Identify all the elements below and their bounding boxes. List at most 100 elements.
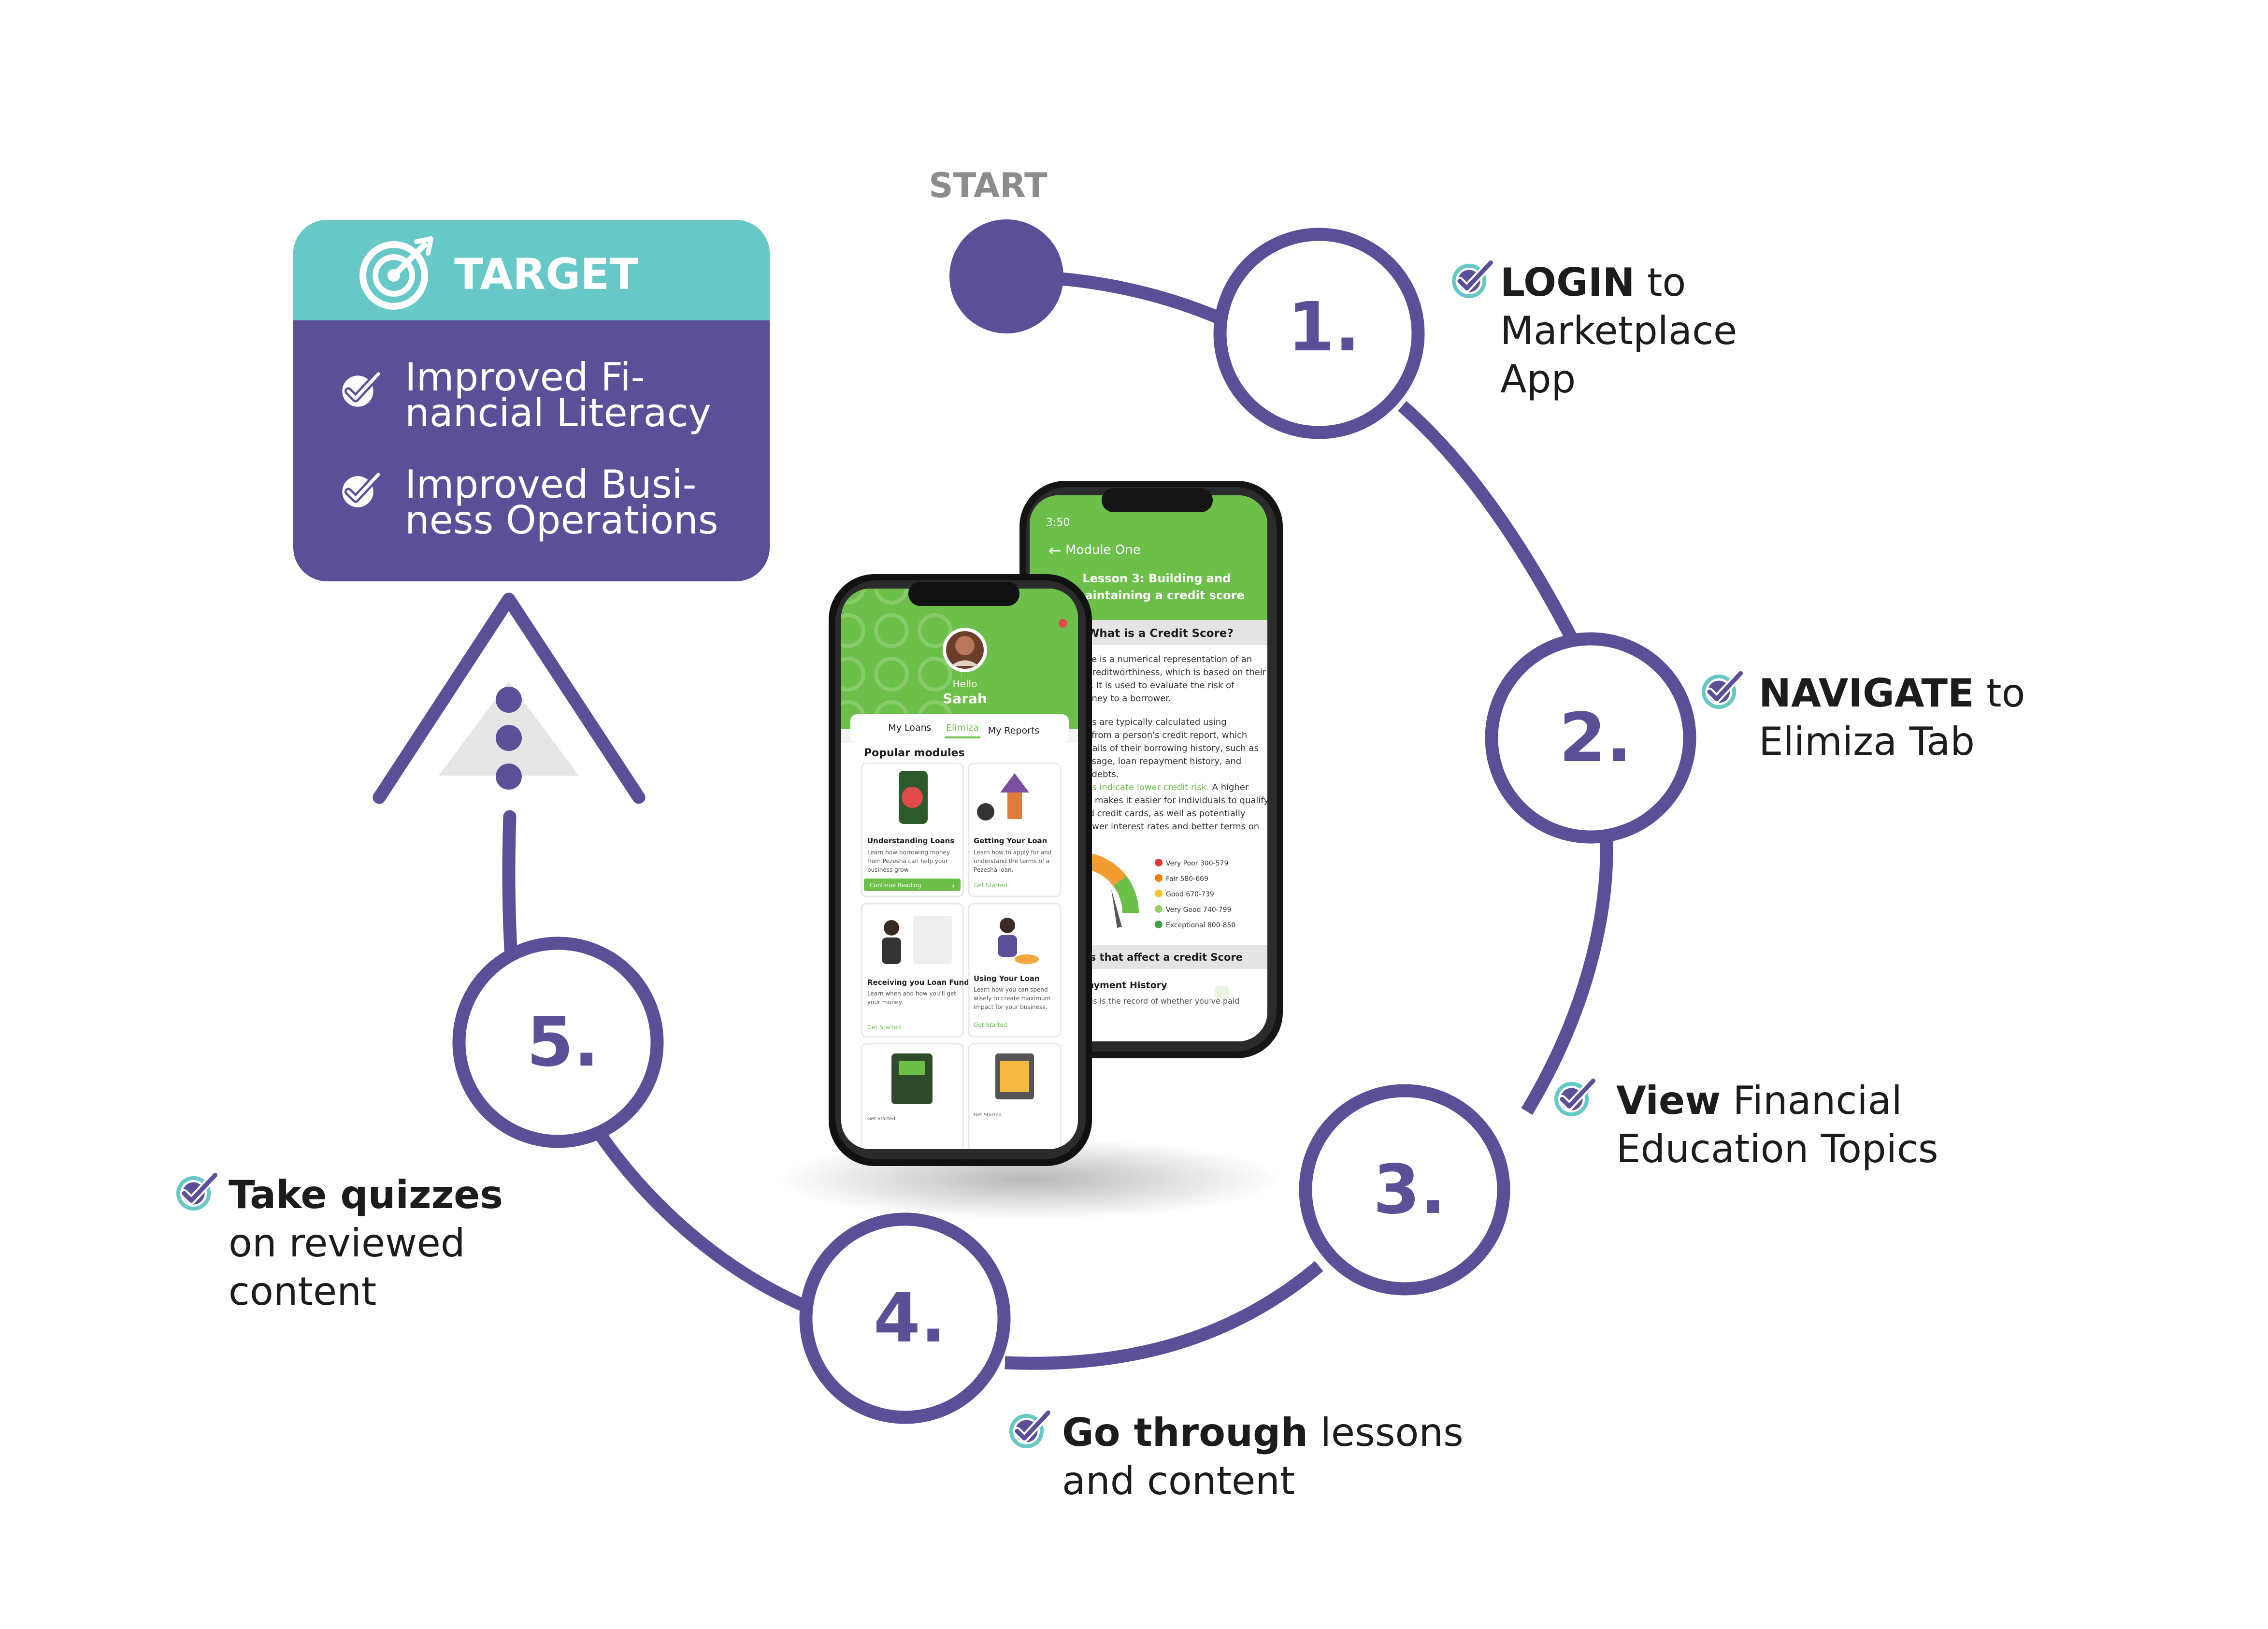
- get-started-link[interactable]: Get Started: [974, 1112, 1002, 1118]
- section-title: What is a Credit Score?: [1087, 627, 1234, 640]
- lesson-title: Lesson 3: Building and maintaining a cre…: [1073, 572, 1245, 602]
- path-arc-4-to-5: [589, 1122, 805, 1311]
- svg-text:Continue Reading: Continue Reading: [870, 882, 921, 889]
- start-node: START: [929, 166, 1063, 333]
- get-started-link[interactable]: Get Started: [867, 1116, 895, 1122]
- svg-text:Very Good 740-799: Very Good 740-799: [1166, 906, 1231, 914]
- svg-text:View Financial: View Financial: [1616, 1078, 1902, 1123]
- check-icon: [1452, 263, 1491, 299]
- svg-text:Good 670-739: Good 670-739: [1166, 891, 1214, 898]
- svg-text:Take quizzes: Take quizzes: [229, 1172, 503, 1217]
- phone-front: Hello Sarah My Loans Elimiza My Reports …: [829, 574, 1092, 1166]
- module-card-5[interactable]: Get Started: [861, 1043, 964, 1155]
- svg-text:Exceptional 800-850: Exceptional 800-850: [1166, 922, 1235, 929]
- svg-text:Go through lessons: Go through lessons: [1062, 1410, 1464, 1455]
- paragraph-3: ore makes it easier for individuals to q…: [1078, 795, 1272, 832]
- module-title: Understanding Loans: [867, 836, 954, 845]
- user-name: Sarah: [943, 691, 987, 706]
- phone-notch: [1102, 488, 1213, 512]
- path-arc-2-to-3: [1521, 836, 1613, 1115]
- status-time: 3:50: [1046, 517, 1070, 529]
- step-node-5: 5.: [452, 937, 664, 1148]
- arrow-chevron: [373, 592, 646, 804]
- step-node-1: 1.: [1213, 228, 1425, 439]
- module-card-3[interactable]: Receiving you Loan Funds Learn when and …: [861, 903, 974, 1038]
- target-box: TARGET Improved Fi- nancial Literacy Imp…: [293, 220, 770, 581]
- step-node-4: 4.: [799, 1212, 1011, 1424]
- arrow-dot-3: [496, 764, 522, 790]
- continue-reading-button[interactable]: [864, 879, 961, 891]
- get-started-link[interactable]: Get Started: [974, 1022, 1007, 1028]
- section-title: Popular modules: [864, 747, 965, 759]
- tab-elimiza[interactable]: Elimiza: [946, 722, 979, 733]
- module-title: Receiving you Loan Funds: [867, 978, 974, 987]
- factor-subtext: This is the record of whether you've pai…: [1081, 996, 1239, 1006]
- path-arc-5-to-target: [502, 810, 518, 964]
- svg-text:and content: and content: [1062, 1458, 1295, 1503]
- svg-text:LOGIN to: LOGIN to: [1500, 260, 1686, 305]
- svg-text:Elimiza Tab: Elimiza Tab: [1759, 719, 1975, 764]
- target-icon: [359, 236, 433, 310]
- paragraph-1: core is a numerical representation of an…: [1078, 654, 1269, 704]
- factors-title: ors that affect a credit Score: [1078, 951, 1243, 963]
- step-number: 3.: [1373, 1151, 1446, 1229]
- module-card-2[interactable]: Getting Your Loan Learn how to apply for…: [968, 763, 1062, 897]
- factor-expand-icon[interactable]: [1215, 986, 1229, 999]
- step-number: 1.: [1288, 288, 1361, 367]
- target-title: TARGET: [454, 249, 638, 299]
- path-arc-1-to-2: [1398, 401, 1581, 649]
- step-number: 5.: [527, 1003, 600, 1082]
- up-arrow: [373, 592, 646, 804]
- target-item-2: Improved Busi- ness Operations: [405, 462, 718, 543]
- back-arrow-icon[interactable]: ←: [1048, 541, 1062, 560]
- step-label-2: NAVIGATE to Elimiza Tab: [1702, 671, 2025, 764]
- factor-item[interactable]: Payment History: [1081, 980, 1167, 991]
- svg-text:Education Topics: Education Topics: [1616, 1126, 1938, 1171]
- cycle-path: [502, 270, 1613, 1370]
- svg-text:NAVIGATE to: NAVIGATE to: [1759, 671, 2025, 716]
- module-back-label[interactable]: Module One: [1065, 543, 1141, 557]
- start-label: START: [929, 166, 1048, 205]
- step-node-2: 2.: [1485, 632, 1696, 844]
- step-label-4: Go through lessons and content: [1009, 1410, 1464, 1503]
- check-icon: [1554, 1081, 1593, 1117]
- check-icon: [1702, 674, 1741, 709]
- module-title: Getting Your Loan: [974, 836, 1047, 845]
- check-icon: [176, 1175, 215, 1211]
- step-number: 2.: [1559, 699, 1632, 778]
- svg-text:Fair 580-669: Fair 580-669: [1166, 875, 1208, 883]
- credit-legend: Very Poor 300-579 Fair 580-669 Good 670-…: [1155, 859, 1235, 929]
- notification-dot: [1059, 619, 1067, 628]
- arrow-dot-1: [496, 687, 522, 713]
- tab-active-underline: [945, 736, 980, 738]
- target-item-1: Improved Fi- nancial Literacy: [405, 355, 711, 435]
- module-card-1[interactable]: Understanding Loans Learn how borrowing …: [861, 763, 964, 897]
- path-arc-3-to-4: [1005, 1261, 1323, 1370]
- module-title: Using Your Loan: [974, 974, 1040, 983]
- module-card-6[interactable]: Get Started: [968, 1043, 1062, 1155]
- step-label-3: View Financial Education Topics: [1554, 1078, 1938, 1171]
- step-node-3: 3.: [1299, 1084, 1510, 1296]
- check-icon: [1009, 1413, 1048, 1449]
- phone-notch: [908, 582, 1019, 606]
- chevron-right-icon: ›: [952, 881, 955, 890]
- highlight-line: ores indicate lower credit risk. A highe…: [1078, 782, 1249, 793]
- greeting: Hello: [953, 678, 977, 690]
- step-number: 4.: [874, 1279, 947, 1358]
- tab-my-reports[interactable]: My Reports: [988, 725, 1040, 736]
- get-started-link[interactable]: Get Started: [867, 1024, 901, 1031]
- get-started-link[interactable]: Get Started: [974, 882, 1007, 889]
- target-box-header: [293, 220, 770, 320]
- tab-my-loans[interactable]: My Loans: [888, 722, 931, 733]
- start-dot: [949, 219, 1063, 333]
